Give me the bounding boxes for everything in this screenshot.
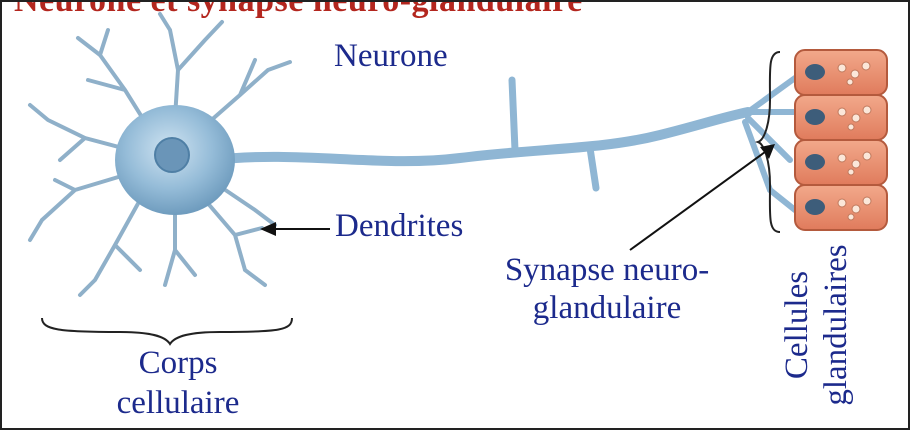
synapse-arrow (630, 144, 775, 250)
gland-nucleus (805, 199, 825, 215)
gland-nucleus (805, 64, 825, 80)
label-corps-line1: Corps (98, 344, 258, 384)
label-cellules-glandulaires: Cellules glandulaires (778, 220, 856, 430)
label-synapse-line2: glandulaire (492, 290, 722, 328)
label-dendrites: Dendrites (335, 210, 463, 243)
label-synapse: Synapse neuro- glandulaire (492, 252, 722, 328)
label-cellules-line2: glandulaires (817, 220, 856, 430)
nucleus (155, 138, 189, 172)
label-corps-cellulaire: Corps cellulaire (98, 344, 258, 423)
gland-nucleus (805, 154, 825, 170)
gland-nucleus (805, 109, 825, 125)
gland-cells (795, 50, 887, 230)
label-corps-line2: cellulaire (98, 384, 258, 424)
corps-bracket (42, 318, 292, 344)
axon (215, 78, 795, 210)
label-synapse-line1: Synapse neuro- (492, 252, 722, 290)
label-neurone: Neurone (334, 40, 448, 73)
label-cellules-line1: Cellules (778, 220, 817, 430)
